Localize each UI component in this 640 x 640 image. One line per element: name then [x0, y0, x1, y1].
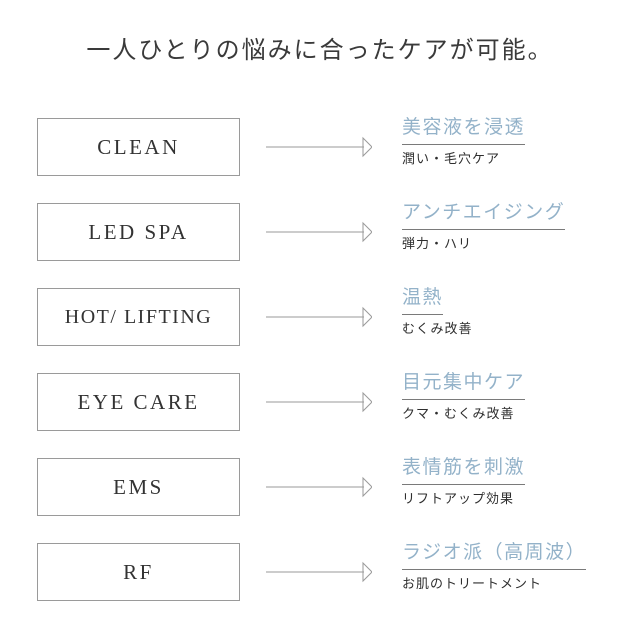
mode-row: HOT/ LIFTING 温熱 むくみ改善 [0, 286, 640, 346]
effect-title: 目元集中ケア [402, 371, 526, 400]
mode-row: LED SPA アンチエイジング 弾力・ハリ [0, 201, 640, 261]
effect-detail: 弾力・ハリ [402, 235, 473, 251]
effect-detail: 潤い・毛穴ケア [402, 150, 501, 166]
mode-label: EMS [113, 474, 164, 499]
effect-title: アンチエイジング [402, 201, 566, 230]
mode-label: RF [123, 559, 154, 584]
mode-box-eye-care[interactable]: EYE CARE [37, 373, 240, 431]
arrow-right-icon [266, 118, 372, 176]
mode-label: CLEAN [97, 134, 180, 159]
mode-label: HOT/ LIFTING [64, 306, 213, 328]
effect-block: ラジオ派（高周波） お肌のトリートメント [402, 541, 632, 593]
effect-block: 目元集中ケア クマ・むくみ改善 [402, 371, 632, 423]
mode-label: LED SPA [88, 219, 189, 244]
effect-detail: むくみ改善 [402, 320, 473, 336]
arrow-right-icon [266, 543, 372, 601]
effect-title: 表情筋を刺激 [402, 456, 526, 485]
effect-title: 温熱 [402, 286, 444, 315]
effect-detail: リフトアップ効果 [402, 490, 515, 506]
effect-title: 美容液を浸透 [402, 116, 526, 145]
arrow-right-icon [266, 458, 372, 516]
arrow-right-icon [266, 203, 372, 261]
effect-block: アンチエイジング 弾力・ハリ [402, 201, 632, 253]
mode-label: EYE CARE [77, 389, 200, 414]
mode-box-clean[interactable]: CLEAN [37, 118, 240, 176]
effect-block: 表情筋を刺激 リフトアップ効果 [402, 456, 632, 508]
mode-box-hot-lifting[interactable]: HOT/ LIFTING [37, 288, 240, 346]
mode-row: CLEAN 美容液を浸透 潤い・毛穴ケア [0, 116, 640, 176]
effect-detail: お肌のトリートメント [402, 575, 543, 591]
mode-box-ems[interactable]: EMS [37, 458, 240, 516]
effect-block: 温熱 むくみ改善 [402, 286, 632, 338]
mode-row: EYE CARE 目元集中ケア クマ・むくみ改善 [0, 371, 640, 431]
arrow-right-icon [266, 373, 372, 431]
effect-title: ラジオ派（高周波） [402, 541, 587, 570]
mode-row: RF ラジオ派（高周波） お肌のトリートメント [0, 541, 640, 601]
mode-list: CLEAN 美容液を浸透 潤い・毛穴ケア LED SPA [0, 116, 640, 628]
arrow-right-icon [266, 288, 372, 346]
mode-box-rf[interactable]: RF [37, 543, 240, 601]
effect-detail: クマ・むくみ改善 [402, 405, 515, 421]
mode-box-led-spa[interactable]: LED SPA [37, 203, 240, 261]
mode-row: EMS 表情筋を刺激 リフトアップ効果 [0, 456, 640, 516]
effect-block: 美容液を浸透 潤い・毛穴ケア [402, 116, 632, 168]
page-title: 一人ひとりの悩みに合ったケアが可能。 [86, 38, 554, 64]
